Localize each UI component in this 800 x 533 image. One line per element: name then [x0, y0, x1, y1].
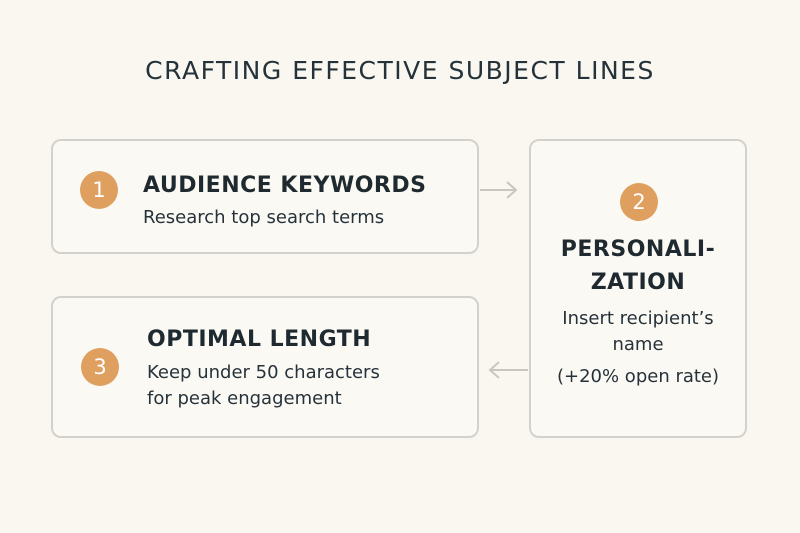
step-1-number-badge: 1 [80, 171, 118, 209]
step-2-title-line-1: PERSONALI- [560, 237, 716, 262]
step-2-title-line-2: ZATION [590, 270, 686, 295]
step-2-description-line-2: name [612, 334, 664, 355]
step-1-title: AUDIENCE KEYWORDS [143, 173, 427, 198]
arrow-left-icon [488, 361, 528, 379]
step-1-card: 1 AUDIENCE KEYWORDS Research top search … [51, 139, 479, 254]
step-3-number-badge: 3 [81, 348, 119, 386]
diagram-title: CRAFTING EFFECTIVE SUBJECT LINES [145, 56, 655, 85]
arrow-right-icon [480, 181, 518, 199]
step-2-description-line-3: (+20% open rate) [556, 366, 720, 387]
step-3-card: 3 OPTIMAL LENGTH Keep under 50 character… [51, 296, 479, 438]
step-1-description: Research top search terms [143, 207, 385, 228]
step-2-card: 2 PERSONALI- ZATION Insert recipient’s n… [529, 139, 747, 438]
step-2-number-badge: 2 [620, 183, 658, 221]
step-3-description-line-2: for peak engagement [147, 388, 342, 409]
step-2-description-line-1: Insert recipient’s [562, 308, 714, 329]
step-3-description-line-1: Keep under 50 characters [147, 362, 380, 383]
step-3-title: OPTIMAL LENGTH [147, 327, 372, 352]
